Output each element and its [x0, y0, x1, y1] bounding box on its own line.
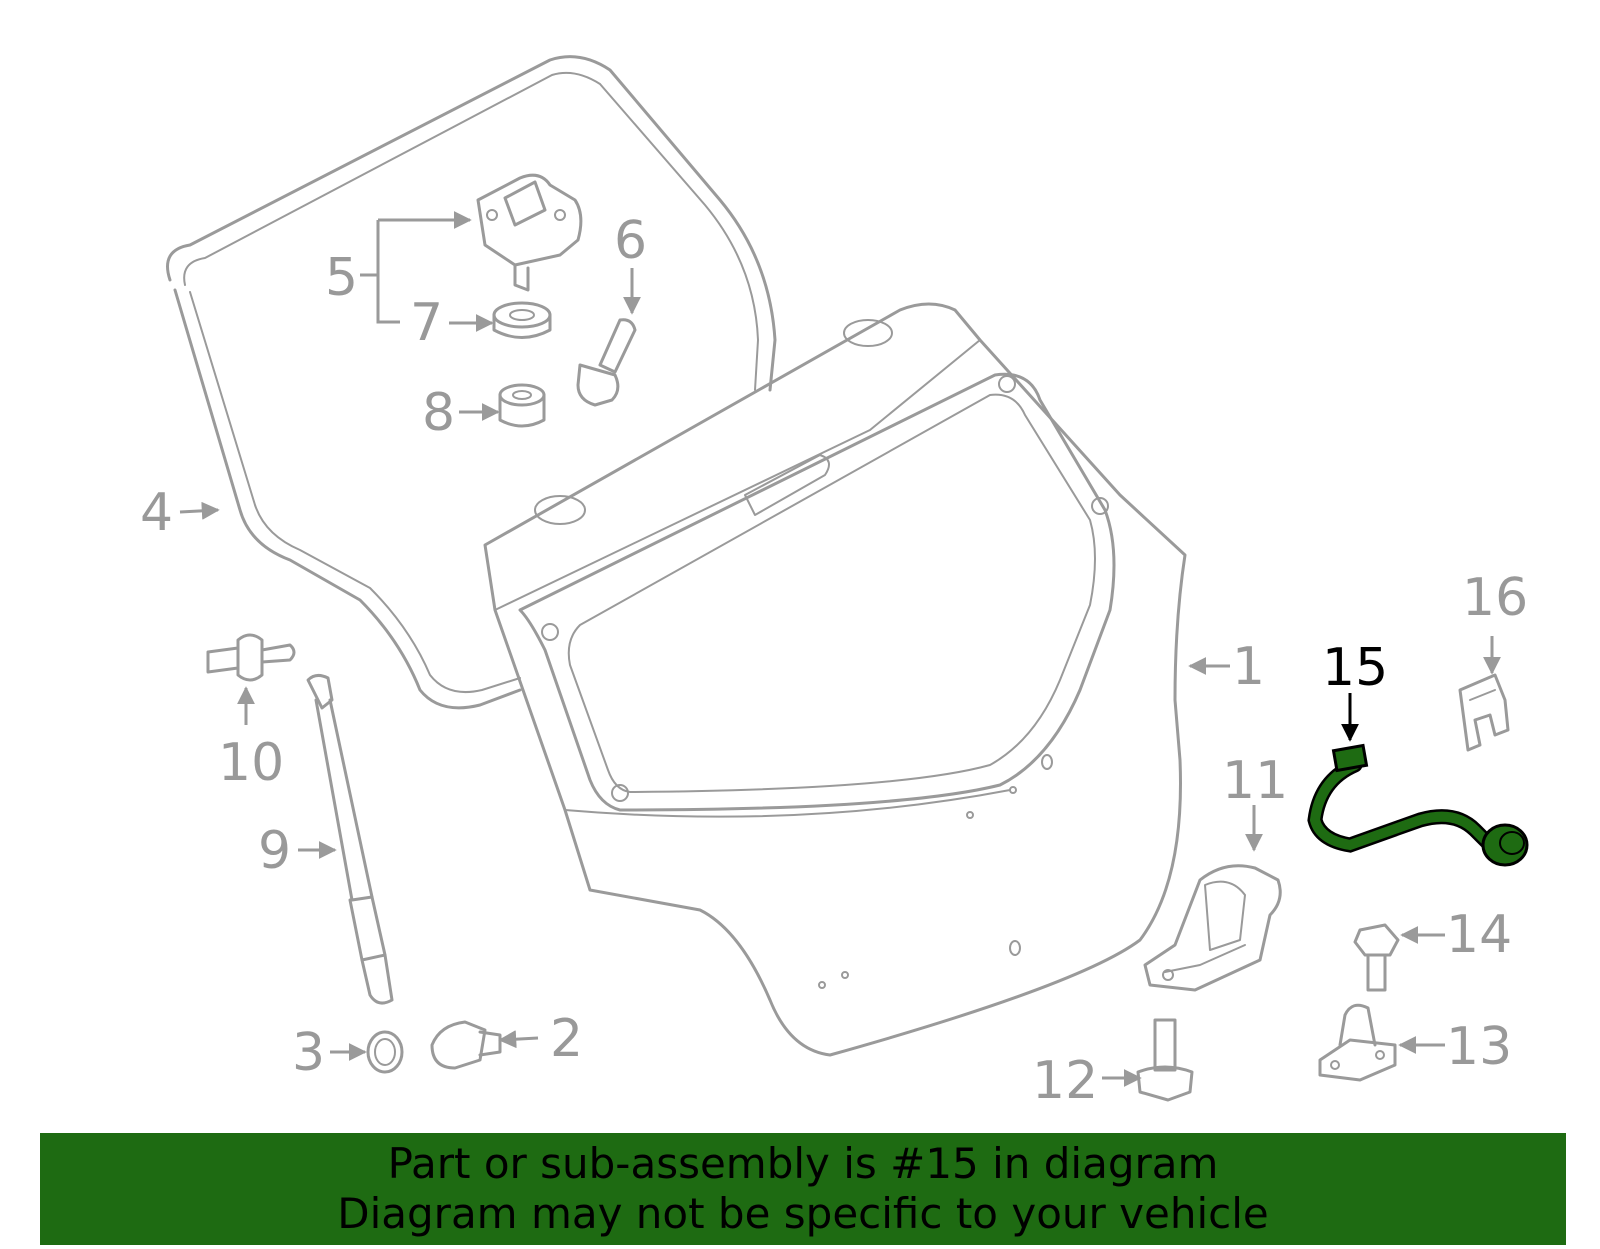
- notice-banner: Part or sub-assembly is #15 in diagram D…: [40, 1133, 1566, 1245]
- banner-line-2: Diagram may not be specific to your vehi…: [337, 1189, 1269, 1238]
- bolt-14: [1353, 923, 1400, 992]
- nut: [498, 383, 546, 428]
- callout-1: 1: [1232, 637, 1265, 697]
- banner-line-1: Part or sub-assembly is #15 in diagram: [387, 1139, 1219, 1188]
- bushing: [430, 1020, 502, 1070]
- washer: [492, 301, 552, 339]
- callout-3: 3: [292, 1023, 325, 1083]
- callout-15: 15: [1322, 638, 1388, 698]
- callout-13: 13: [1446, 1017, 1512, 1077]
- callout-6: 6: [614, 211, 647, 271]
- callout-16: 16: [1462, 568, 1528, 628]
- callout-14: 14: [1446, 905, 1512, 965]
- wiring-harness: [1307, 743, 1529, 867]
- liftgate-panel: [483, 302, 1187, 1057]
- hinge: [476, 173, 583, 292]
- ball-stud: [576, 318, 637, 407]
- callout-5: 5: [325, 248, 358, 308]
- weatherstrip-seal: [166, 55, 777, 710]
- latch: [1143, 864, 1282, 992]
- gas-strut: [306, 673, 394, 1005]
- callout-labels: 1 2 3 4 5 6 7 8 9 10 11 12 13 14 15 16: [140, 211, 1528, 1111]
- striker: [1318, 1003, 1397, 1082]
- callout-8: 8: [422, 383, 455, 443]
- callout-12: 12: [1032, 1051, 1098, 1111]
- leader-lines: [179, 211, 1501, 1087]
- bolt-12: [1136, 1018, 1194, 1102]
- callout-10: 10: [218, 733, 284, 793]
- callout-4: 4: [140, 483, 173, 543]
- callout-11: 11: [1222, 751, 1288, 811]
- callout-7: 7: [410, 293, 443, 353]
- clip: [1458, 673, 1510, 752]
- grommet: [366, 1030, 404, 1074]
- bumper-stop: [206, 633, 296, 682]
- callout-9: 9: [258, 821, 291, 881]
- callout-2: 2: [550, 1009, 583, 1069]
